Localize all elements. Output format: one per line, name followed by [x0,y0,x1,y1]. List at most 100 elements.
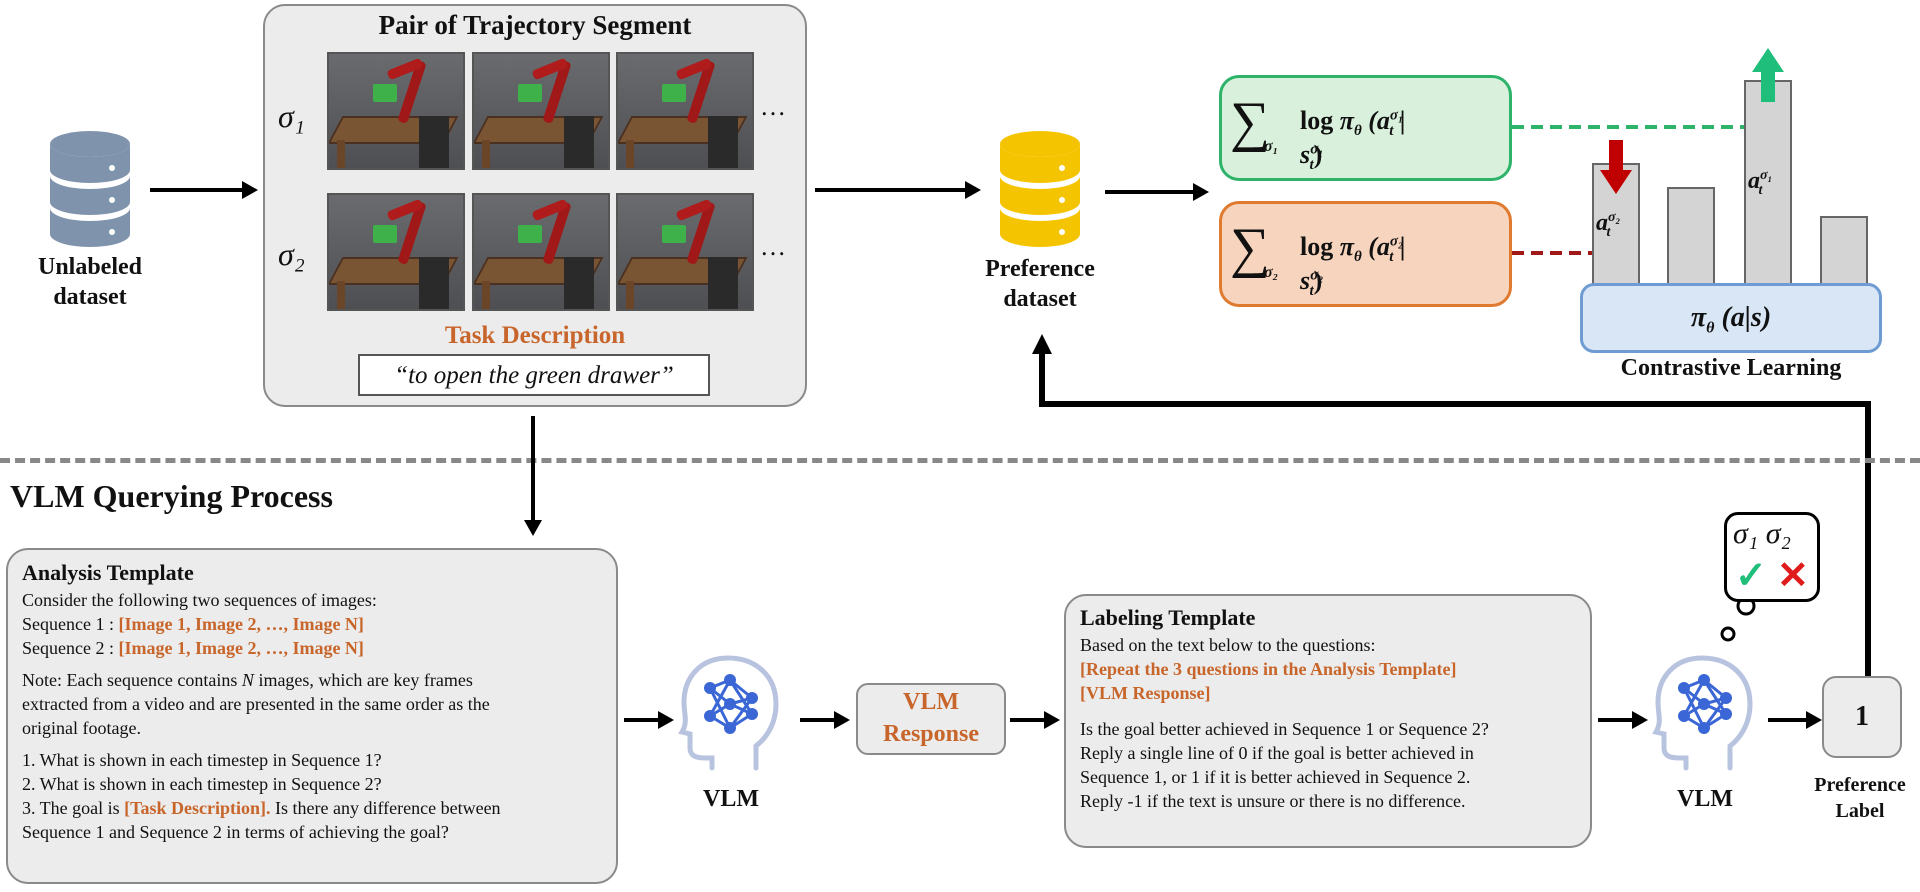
arrow-to-vlm2 [1598,711,1648,729]
thought-bubble: σ₁ σ₂ ✓ ✕ [1724,512,1820,602]
bar-action-label: a [1596,210,1608,236]
question-1: 1. What is shown in each timestep in Seq… [22,750,382,770]
action-time: t [1389,123,1394,140]
state-superscript: σ₂ [1310,267,1324,284]
note-text: extracted from a video and are presented… [22,694,490,714]
state-text: | s [1300,106,1406,170]
analysis-template-panel [6,548,618,884]
trajectory-frame [616,52,754,170]
preference-label-caption2: Label [1835,800,1885,822]
policy-bar [1744,80,1792,285]
sequence-label: Sequence 2 : [22,638,119,658]
vlm-head-icon [678,655,779,771]
pi-symbol: π [1339,232,1354,261]
down-arrow-icon [1600,140,1632,194]
state-superscript: σ₁ [1310,141,1324,158]
bubble-sigma2: σ₂ [1765,517,1791,550]
analysis-title: Analysis Template [22,560,194,585]
policy-bar [1667,187,1715,285]
note-text: Note: Each sequence contains [22,670,242,690]
close-paren: ) [1313,140,1323,170]
analysis-line: Consider the following two sequences of … [22,590,377,610]
vlm-label: VLM [1677,786,1733,812]
policy-theta: θ [1706,319,1715,337]
log-likelihood-sigma1-box: ∑ σ₁ log πθ (aσ₁t | sσ₁t) [1219,75,1512,181]
close-paren: ) [1313,266,1323,296]
trajectory-frame [472,193,610,311]
policy-box: πθ (a|s) [1580,283,1882,353]
ellipsis-row1: … [760,92,786,121]
question-3-cont: Sequence 1 and Sequence 2 in terms of ac… [22,822,449,842]
sum-symbol: ∑ [1230,91,1270,153]
preference-label-value: 1 [1855,701,1869,732]
bar-action-time: t [1606,224,1611,240]
feedback-arrow [1032,334,1871,678]
state-time: t [1309,157,1314,174]
bar-action-label: a [1748,168,1760,194]
arrow-to-response [800,711,850,729]
trajectory-frame [472,52,610,170]
preference-label-line2: dataset [1003,286,1077,312]
labeling-response: [VLM Response] [1080,683,1211,703]
preference-database-icon [1000,131,1080,247]
sum-symbol: ∑ [1230,217,1270,279]
action-open: (a [1368,232,1390,261]
unlabeled-database-icon [50,131,130,247]
action-time: t [1389,249,1394,266]
task-description-text: “to open the green drawer” [358,354,710,396]
trajectory-pair-title: Pair of Trajectory Segment [378,10,692,40]
policy-args: (a|s) [1721,302,1772,333]
action-open: (a [1368,106,1390,135]
ellipsis-row2: … [760,232,786,261]
preference-label-caption1: Preference [1814,774,1906,796]
theta-subscript: θ [1353,249,1362,266]
state-text: | s [1300,232,1406,296]
trajectory-frame [616,193,754,311]
labeling-title: Labeling Template [1080,605,1256,630]
section-title: VLM Querying Process [10,478,333,514]
preference-label-box: 1 [1822,676,1902,758]
task-placeholder: [Task Description]. [124,798,271,818]
note-text: original footage. [22,718,141,738]
section-divider [0,458,1920,463]
question-2: 2. What is shown in each timestep in Seq… [22,774,382,794]
unlabeled-label-line2: dataset [53,284,127,310]
arrow-to-analysis [524,416,542,536]
sequence-images: [Image 1, Image 2, …, Image N] [118,614,364,634]
dashed-connectors [1512,125,1748,255]
labeling-line: Based on the text below to the questions… [1080,635,1376,655]
unlabeled-label-line1: Unlabeled [37,254,142,280]
check-icon: ✓ [1735,555,1767,597]
log-text: log [1300,232,1334,261]
theta-subscript: θ [1353,123,1362,140]
policy-bar [1820,216,1868,285]
sum-subscript: σ₁ [1264,138,1279,155]
vlm-head-icon [1652,655,1753,771]
bar-action-time: t [1758,182,1763,198]
vlm-label: VLM [703,786,759,812]
pi-symbol: π [1339,106,1354,135]
bubble-sigma1: σ₁ [1733,517,1759,550]
log-text: log [1300,106,1334,135]
labeling-line: Is the goal better achieved in Sequence … [1080,719,1489,739]
thought-bubble-dots [1720,596,1756,642]
labeling-line: Sequence 1, or 1 if it is better achieve… [1080,767,1471,787]
question-3-rest: Is there any difference between [270,798,501,818]
labeling-line: Reply a single line of 0 if the goal is … [1080,743,1474,763]
vlm-response-box [856,683,1006,755]
labeling-template-panel [1064,594,1592,848]
arrow-to-formulas [1105,183,1209,201]
state-time: t [1309,283,1314,300]
sigma1-label: σ₁ [278,98,305,134]
log-likelihood-sigma2-box: ∑ σ₂ log πθ (aσ₂t | sσ₂t) [1219,201,1512,307]
task-description-label: Task Description [444,322,626,349]
question-3: 3. The goal is [22,798,125,818]
bar-action-superscript: σ₂ [1608,210,1621,225]
policy-pi: π [1690,302,1707,333]
labeling-repeat: [Repeat the 3 questions in the Analysis … [1080,659,1457,679]
arrow-to-pair [150,181,258,199]
labeling-line: Reply -1 if the text is unsure or there … [1080,791,1466,811]
arrow-to-labeling [1010,711,1060,729]
trajectory-frame [327,52,465,170]
vlm-response-line1: VLM [903,689,959,715]
